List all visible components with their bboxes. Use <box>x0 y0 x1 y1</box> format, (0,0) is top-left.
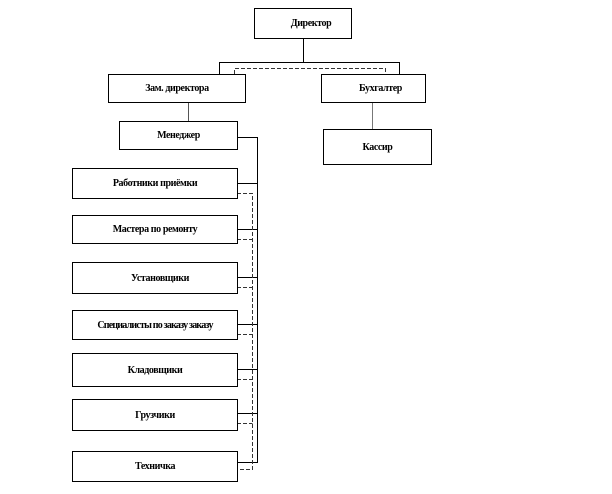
staff-label: Техничка <box>134 461 176 472</box>
deputy-box: Зам. директора <box>108 74 246 103</box>
staff-dashed-link <box>237 239 253 424</box>
staff-label: Работники приёмки <box>112 178 198 189</box>
staff-box-reception: Работники приёмки <box>72 168 238 199</box>
accountant-box: Бухгалтер <box>321 74 426 103</box>
staff-box-repair: Мастера по ремонту <box>72 215 238 244</box>
cashier-box: Кассир <box>323 129 432 165</box>
staff-label: Установщики <box>131 272 189 284</box>
staff-box-storekeepers: Кладовщики <box>72 353 238 387</box>
accountant-label: Бухгалтер <box>359 83 402 94</box>
staff-label: Грузчики <box>135 409 175 421</box>
staff-box-order-specialists: Специалисты по заказу заказу <box>72 310 238 340</box>
staff-label: Кладовщики <box>127 364 183 376</box>
staff-box-installers: Установщики <box>72 262 238 294</box>
deputy-label: Зам. директора <box>145 83 209 94</box>
director-box: Директор <box>254 8 352 39</box>
staff-label: Специалисты по заказу заказу <box>97 319 213 331</box>
staff-box-cleaner: Техничка <box>72 451 238 482</box>
staff-dashed-trunk <box>237 193 253 470</box>
director-label: Директор <box>290 18 332 29</box>
staff-link <box>237 183 258 414</box>
staff-label: Мастера по ремонту <box>112 224 198 235</box>
manager-staff-trunk <box>237 137 258 463</box>
manager-box: Менеджер <box>119 121 238 150</box>
director-link <box>219 38 400 74</box>
staff-box-loaders: Грузчики <box>72 399 238 431</box>
manager-label: Менеджер <box>157 130 200 141</box>
cashier-label: Кассир <box>362 141 393 153</box>
